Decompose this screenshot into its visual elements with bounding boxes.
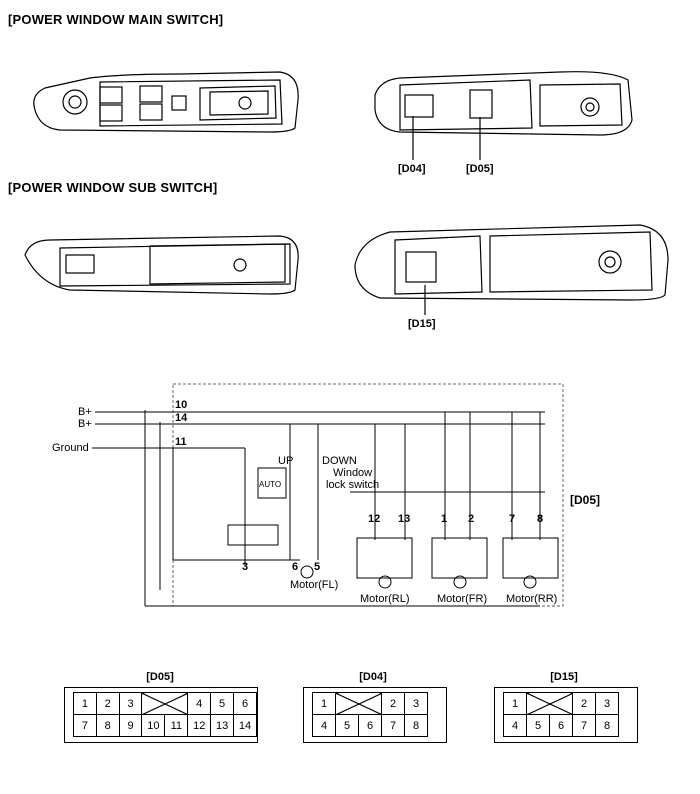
d15-pin: 8 (595, 714, 619, 737)
d05-pin: 10 (141, 714, 166, 737)
d05-connector-title: [D05] (146, 671, 174, 683)
switch-illustrations (24, 71, 669, 315)
d05-pin: 11 (164, 714, 189, 737)
motor-rl-label: Motor(RL) (360, 593, 410, 605)
pin-label-6: 6 (292, 561, 298, 573)
pin-label-7: 7 (509, 513, 515, 525)
main-switch-heading: [POWER WINDOW MAIN SWITCH] (8, 12, 224, 27)
d05-connector: 1 2 3 4 5 6 7 8 9 10 11 12 13 14 (64, 687, 258, 743)
d15-pin: 5 (526, 714, 550, 737)
d04-pin: 7 (381, 714, 405, 737)
sub-switch-front-illustration (24, 235, 299, 295)
up-label: UP (278, 455, 293, 467)
d05-callout: [D05] (466, 163, 494, 175)
down-label: DOWN (322, 455, 357, 467)
window-lock-label-1: Window (333, 467, 372, 479)
b-plus-label-2: B+ (78, 418, 92, 430)
ground-label: Ground (52, 442, 89, 454)
pin-label-12: 12 (368, 513, 380, 525)
d04-pin: 3 (404, 692, 428, 715)
d05-pin: 9 (118, 714, 143, 737)
d15-pin: 4 (503, 714, 527, 737)
d05-pin: 2 (95, 692, 120, 715)
pin-label-14: 14 (175, 412, 188, 424)
d15-blank-cell (526, 692, 573, 715)
sub-switch-back-illustration (354, 224, 669, 315)
pin-label-11: 11 (175, 436, 187, 448)
d04-pin: 1 (312, 692, 336, 715)
b-plus-label-1: B+ (78, 406, 92, 418)
main-switch-front-illustration (33, 71, 299, 133)
pin-label-5: 5 (314, 561, 320, 573)
d04-pin-table: 1 2 3 4 5 6 7 8 (312, 692, 428, 737)
pin-label-3: 3 (242, 561, 248, 573)
d05-pin: 3 (118, 692, 143, 715)
d05-pin: 8 (95, 714, 120, 737)
d15-connector-title: [D15] (550, 671, 578, 683)
motor-fr-label: Motor(FR) (437, 593, 487, 605)
pin-label-8: 8 (537, 513, 543, 525)
d15-pin: 7 (572, 714, 596, 737)
wiring-schematic: B+ B+ Ground 10 14 11 UP DOWN Window loc… (52, 383, 600, 607)
pin-label-2: 2 (468, 513, 474, 525)
d15-pin: 2 (572, 692, 596, 715)
d15-pin: 3 (595, 692, 619, 715)
d05-pin: 4 (187, 692, 212, 715)
motor-rr-label: Motor(RR) (506, 593, 557, 605)
d04-callout: [D04] (398, 163, 426, 175)
d05-pin: 6 (233, 692, 257, 715)
d05-pin: 12 (187, 714, 212, 737)
d15-connector: 1 2 3 4 5 6 7 8 (494, 687, 638, 743)
d15-pin-table: 1 2 3 4 5 6 7 8 (503, 692, 619, 737)
d05-pin: 1 (73, 692, 97, 715)
d04-pin: 4 (312, 714, 336, 737)
d04-blank-cell (335, 692, 382, 715)
motor-fl-label: Motor(FL) (290, 579, 338, 591)
d05-pin-table: 1 2 3 4 5 6 7 8 9 10 11 12 13 14 (73, 692, 257, 737)
pin-label-10: 10 (175, 399, 187, 411)
window-lock-label-2: lock switch (326, 479, 379, 491)
d05-pin: 7 (73, 714, 97, 737)
d15-pin: 1 (503, 692, 527, 715)
d04-pin: 6 (358, 714, 382, 737)
auto-label: AUTO (259, 480, 281, 489)
d04-pin: 5 (335, 714, 359, 737)
main-switch-back-illustration (374, 71, 633, 160)
d04-pin: 2 (381, 692, 405, 715)
d05-blank-cell (141, 692, 189, 715)
d15-pin: 6 (549, 714, 573, 737)
sub-switch-heading: [POWER WINDOW SUB SWITCH] (8, 180, 218, 195)
pin-label-1: 1 (441, 513, 447, 525)
d05-pin: 13 (210, 714, 235, 737)
d05-pin: 14 (233, 714, 257, 737)
d15-callout: [D15] (408, 318, 436, 330)
d04-pin: 8 (404, 714, 428, 737)
d05-pin: 5 (210, 692, 235, 715)
d04-connector: 1 2 3 4 5 6 7 8 (303, 687, 447, 743)
d04-connector-title: [D04] (359, 671, 387, 683)
schematic-connector-label: [D05] (570, 493, 600, 507)
pin-label-13: 13 (398, 513, 410, 525)
